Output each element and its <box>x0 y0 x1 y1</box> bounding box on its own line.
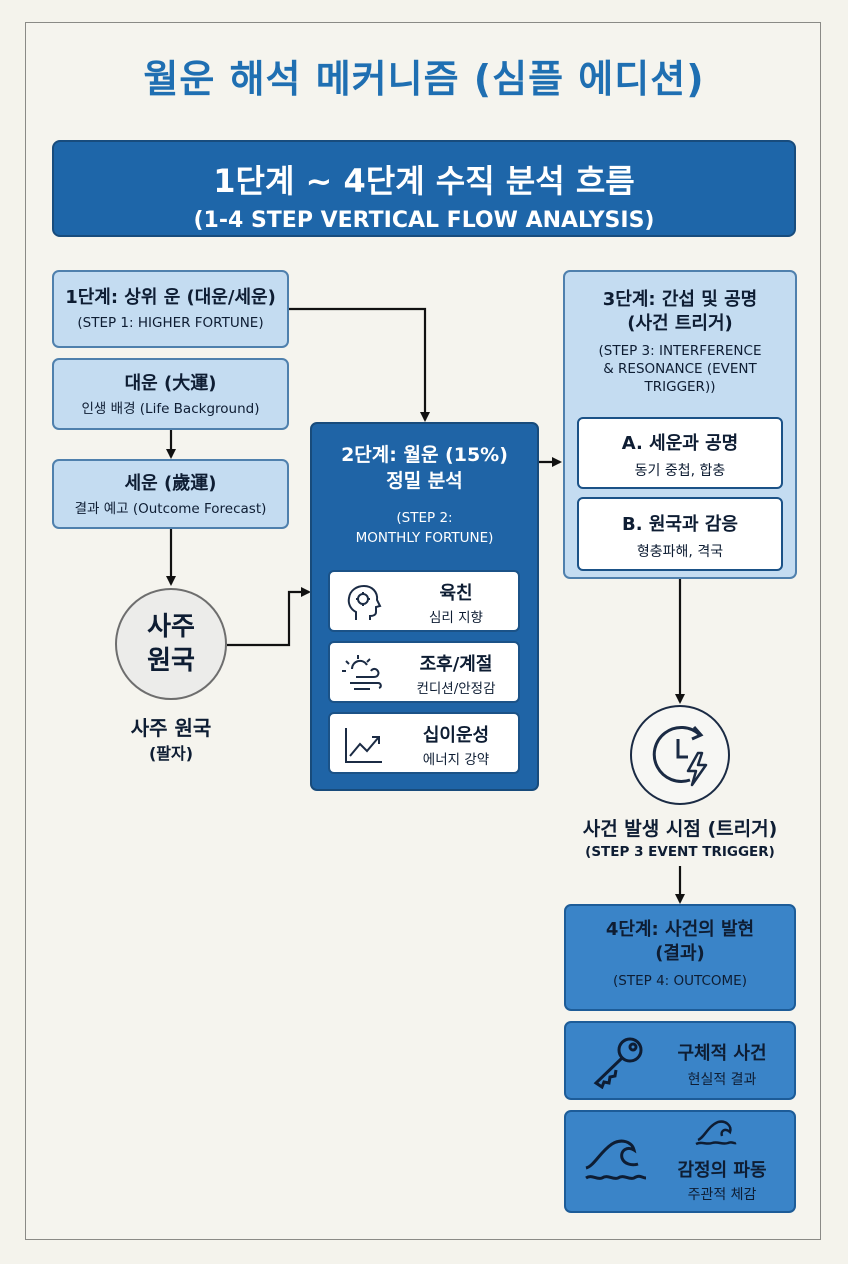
sun-cloud-wind-icon <box>342 655 382 690</box>
trend-line-icon <box>345 728 382 763</box>
step2-item-desc: 심리 지향 <box>429 610 483 626</box>
wave-icon <box>585 1139 647 1180</box>
step2-sub-line2: MONTHLY FORTUNE) <box>355 530 494 546</box>
daeun-desc: 인생 배경 (Life Background) <box>81 401 260 417</box>
banner-title: 1단계 ~ 4단계 수직 분석 흐름 <box>213 162 635 200</box>
saju-label: 사주 원국 <box>130 716 212 740</box>
step3-item-desc: 동기 중첩, 합충 <box>634 463 726 479</box>
step2-item-sibiunseong: 십이운성 에너지 강약 <box>328 712 520 774</box>
saju-circle: 사주 원국 <box>115 588 227 700</box>
trigger-sublabel: (STEP 3 EVENT TRIGGER) <box>585 844 775 860</box>
seun-box: 세운 (歲運) 결과 예고 (Outcome Forecast) <box>52 459 289 529</box>
step4-item-concrete-event: 구체적 사건 현실적 결과 <box>564 1021 796 1100</box>
seun-desc: 결과 예고 (Outcome Forecast) <box>74 501 267 517</box>
step4-item-desc: 주관적 체감 <box>687 1187 757 1203</box>
step1-box: 1단계: 상위 운 (대운/세운) (STEP 1: HIGHER FORTUN… <box>52 270 289 348</box>
step3-item-desc: 형충파해, 격국 <box>636 544 724 560</box>
step4-item-title: 구체적 사건 <box>677 1043 767 1064</box>
step2-title-line1: 2단계: 월운 (15%) <box>341 444 508 466</box>
step3-sub-line2: & RESONANCE (EVENT <box>603 361 757 377</box>
trigger-circle <box>630 705 730 805</box>
saju-circle-line1: 사주 <box>147 612 195 642</box>
step2-item-title: 육친 <box>439 583 473 604</box>
step4-subtitle: (STEP 4: OUTCOME) <box>613 973 747 989</box>
page-title: 월운 해석 메커니즘 (심플 에디션) <box>143 57 705 101</box>
step1-subtitle: (STEP 1: HIGHER FORTUNE) <box>77 315 264 331</box>
clock-lightning-icon <box>652 725 708 787</box>
step3-item-title: B. 원국과 감응 <box>622 514 738 535</box>
step4-item-title: 감정의 파동 <box>677 1160 767 1181</box>
step3-title-line2: (사건 트리거) <box>627 313 733 334</box>
step2-sub-line1: (STEP 2: <box>396 510 453 526</box>
head-profile-icon <box>347 584 382 620</box>
daeun-title: 대운 (大運) <box>124 373 217 394</box>
flow-banner: 1단계 ~ 4단계 수직 분석 흐름 (1-4 STEP VERTICAL FL… <box>52 140 796 237</box>
key-icon <box>593 1037 643 1089</box>
step3-item-wonguk-response: B. 원국과 감응 형충파해, 격국 <box>577 497 783 571</box>
step2-item-title: 십이운성 <box>422 725 490 746</box>
step2-item-title: 조후/계절 <box>419 654 493 675</box>
saju-circle-line2: 원국 <box>147 646 195 676</box>
banner-subtitle: (1-4 STEP VERTICAL FLOW ANALYSIS) <box>193 208 655 233</box>
daeun-box: 대운 (大運) 인생 배경 (Life Background) <box>52 358 289 430</box>
small-wave-icon <box>695 1120 737 1146</box>
step3-sub-line1: (STEP 3: INTERFERENCE <box>598 343 762 359</box>
step1-title: 1단계: 상위 운 (대운/세운) <box>65 287 276 308</box>
seun-title: 세운 (歲運) <box>124 473 217 494</box>
step4-item-emotion-wave: 감정의 파동 주관적 체감 <box>564 1110 796 1213</box>
arrow-step1-to-step2 <box>289 307 430 422</box>
arrow-saju-to-step2 <box>227 587 311 647</box>
step4-title-line2: (결과) <box>655 943 705 964</box>
step2-item-desc: 컨디션/안정감 <box>416 681 496 697</box>
step2-title-line2: 정밀 분석 <box>386 470 463 492</box>
trigger-label: 사건 발생 시점 (트리거) <box>582 818 778 840</box>
step2-item-desc: 에너지 강약 <box>422 752 490 768</box>
step2-item-yukchin: 육친 심리 지향 <box>328 570 520 632</box>
step4-item-desc: 현실적 결과 <box>687 1072 757 1088</box>
step4-title-line1: 4단계: 사건의 발현 <box>605 919 755 940</box>
step3-item-title: A. 세운과 공명 <box>621 433 739 454</box>
step3-sub-line3: TRIGGER)) <box>644 379 716 395</box>
step2-item-johu: 조후/계절 컨디션/안정감 <box>328 641 520 703</box>
step3-item-seun-resonance: A. 세운과 공명 동기 중첩, 합충 <box>577 417 783 489</box>
step3-title-line1: 3단계: 간섭 및 공명 <box>602 289 758 310</box>
step4-box: 4단계: 사건의 발현 (결과) (STEP 4: OUTCOME) <box>564 904 796 1011</box>
saju-sublabel: (팔자) <box>148 744 194 763</box>
